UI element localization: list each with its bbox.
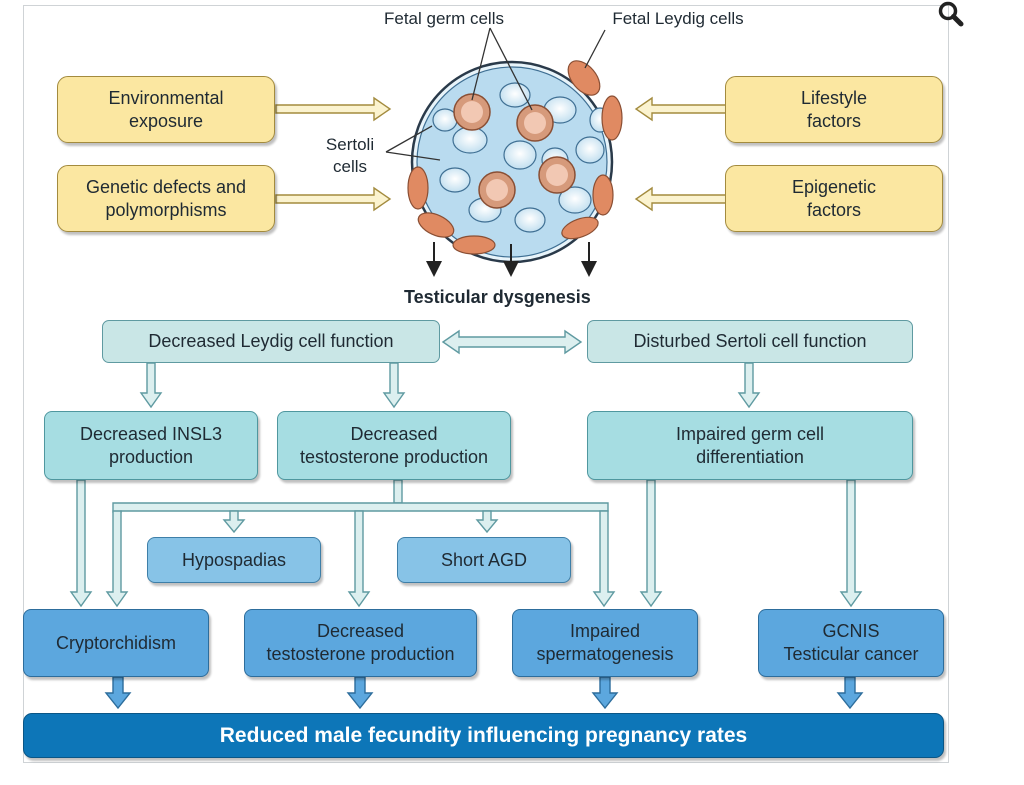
decreased-testosterone-outcome: Decreased testosterone production — [244, 609, 477, 677]
tubule-illustration — [407, 60, 623, 264]
cause-arrows — [275, 96, 727, 212]
arrow-environmental — [275, 96, 392, 122]
decreased-testosterone-production: Decreased testosterone production — [277, 411, 511, 480]
label-sertoli-cells: Sertoli cells — [325, 135, 375, 176]
decreased-insl3-production: Decreased INSL3 production — [44, 411, 258, 480]
testicular-dysgenesis-title: Testicular dysgenesis — [404, 287, 591, 307]
magnifier-icon[interactable] — [936, 0, 968, 28]
short-agd: Short AGD — [397, 537, 571, 583]
arrow-epigenetic — [634, 186, 727, 212]
outcome-arrows — [104, 676, 864, 710]
cause-epigenetic-factors: Epigenetic factors — [725, 165, 943, 232]
hypospadias: Hypospadias — [147, 537, 321, 583]
cause-lifestyle-factors: Lifestyle factors — [725, 76, 943, 143]
arrow-genetic — [275, 186, 392, 212]
decreased-leydig-function: Decreased Leydig cell function — [102, 320, 440, 363]
label-fetal-germ-cells: Fetal germ cells — [384, 9, 504, 28]
double-arrow — [441, 329, 583, 355]
gcnis-testicular-cancer: GCNIS Testicular cancer — [758, 609, 944, 677]
label-pointers — [385, 27, 606, 161]
impaired-germ-cell-differentiation: Impaired germ cell differentiation — [587, 411, 913, 480]
disturbed-sertoli-function: Disturbed Sertoli cell function — [587, 320, 913, 363]
arrow-lifestyle — [634, 96, 727, 122]
reduced-fecundity-banner: Reduced male fecundity influencing pregn… — [23, 713, 944, 758]
cryptorchidism: Cryptorchidism — [23, 609, 209, 677]
figure-frame — [23, 5, 949, 763]
cause-genetic-defects: Genetic defects and polymorphisms — [57, 165, 275, 232]
flow-connectors — [69, 362, 863, 608]
label-fetal-leydig-cells: Fetal Leydig cells — [612, 9, 744, 28]
impaired-spermatogenesis: Impaired spermatogenesis — [512, 609, 698, 677]
dysgenesis-arrows — [426, 242, 597, 277]
cause-environmental-exposure: Environmental exposure — [57, 76, 275, 143]
